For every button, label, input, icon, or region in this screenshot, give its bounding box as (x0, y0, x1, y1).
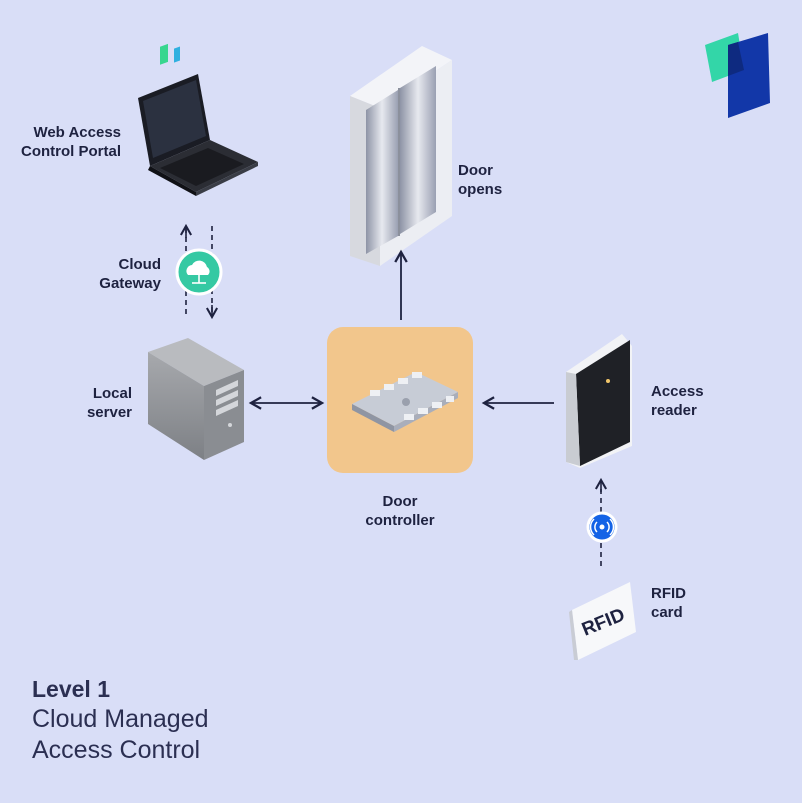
brand-logo (705, 33, 770, 118)
rfid-card-label: RFID card (651, 585, 686, 621)
cloud-gateway-icon (175, 248, 223, 296)
door-icon (350, 46, 452, 266)
web-portal-label: Web Access Control Portal (21, 124, 121, 160)
door-controller-box (327, 327, 473, 473)
access-reader-label: Access reader (651, 383, 704, 419)
rfid-card-icon: RFID (569, 582, 636, 660)
title-line-1: Cloud Managed (32, 705, 209, 733)
title-block: Level 1 Cloud Managed Access Control (32, 674, 209, 766)
laptop-icon (138, 43, 258, 196)
title-line-2: Access Control (32, 736, 201, 764)
local-server-label: Local server (86, 385, 132, 421)
server-icon (148, 338, 244, 460)
door-opens-label: Door opens (458, 162, 503, 198)
access-reader-icon (566, 334, 632, 468)
title-level: Level 1 (32, 676, 110, 702)
door-controller-label: Door controller (365, 493, 435, 529)
cloud-gateway-label: Cloud Gateway (99, 256, 161, 292)
rfid-signal-icon (586, 511, 618, 543)
